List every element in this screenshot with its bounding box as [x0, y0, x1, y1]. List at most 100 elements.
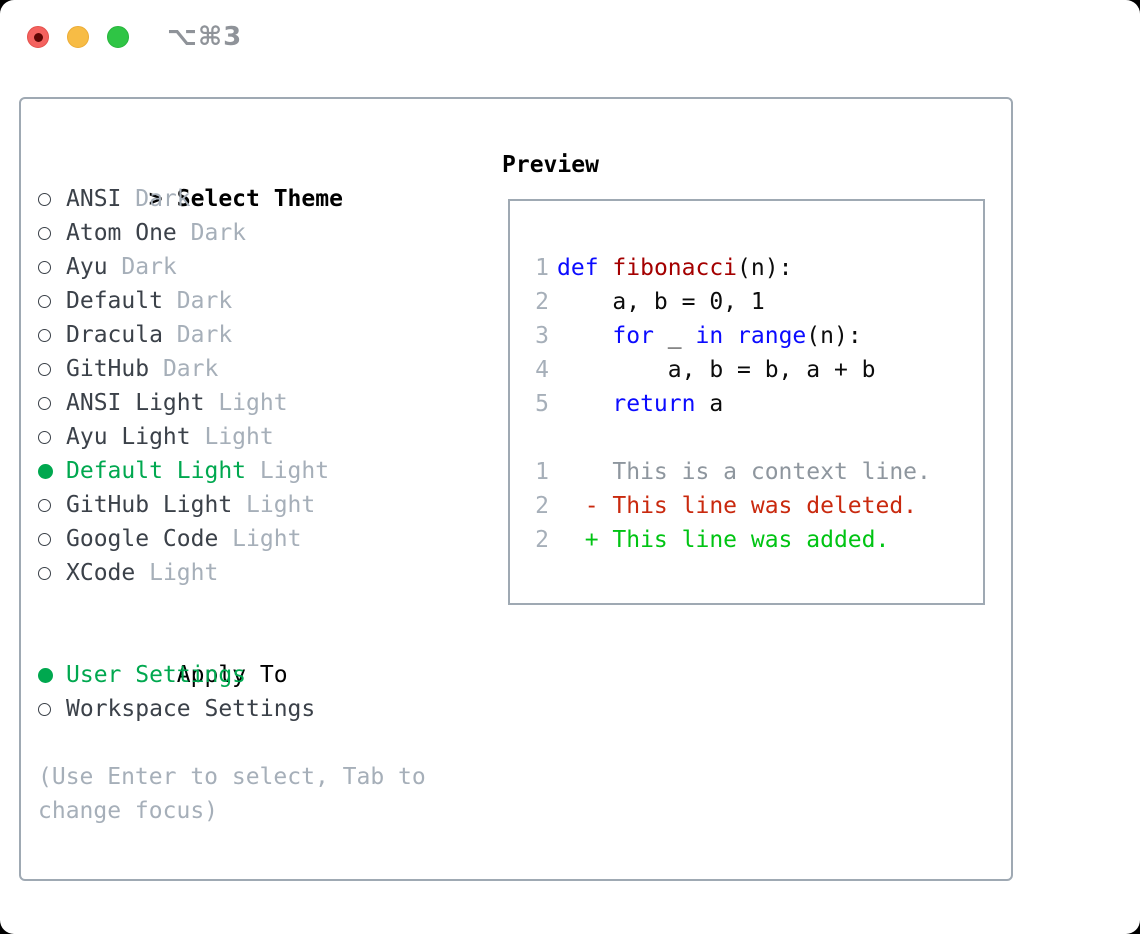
option-label: Default Light: [66, 458, 247, 484]
line-number: 2: [535, 493, 549, 519]
preview-code-line: 2 a, b = 0, 1: [535, 285, 983, 319]
apply-option-workspace-settings[interactable]: Workspace Settings: [38, 692, 468, 726]
minimize-button[interactable]: [67, 26, 89, 48]
option-variant-label: Light: [232, 492, 316, 518]
apply-to-header: Apply To: [38, 624, 468, 688]
option-label: Atom One: [66, 220, 177, 246]
titlebar[interactable]: ⌥⌘3: [0, 0, 1140, 62]
theme-option-ayu[interactable]: Ayu Dark: [38, 250, 468, 284]
radio-icon: [38, 692, 66, 726]
radio-icon: [38, 318, 66, 352]
theme-option-ansi-light[interactable]: ANSI Light Light: [38, 386, 468, 420]
code-tokens: + This line was added.: [557, 527, 890, 553]
line-number: 3: [535, 323, 549, 349]
preview-code-line: 1 This is a context line.: [535, 455, 983, 489]
theme-option-github[interactable]: GitHub Dark: [38, 352, 468, 386]
line-number: 2: [535, 527, 549, 553]
option-variant-label: Light: [204, 390, 288, 416]
option-variant-label: Dark: [162, 322, 233, 348]
zoom-button[interactable]: [107, 26, 129, 48]
theme-option-atom-one[interactable]: Atom One Dark: [38, 216, 468, 250]
theme-option-default[interactable]: Default Dark: [38, 284, 468, 318]
window-title: ⌥⌘3: [167, 22, 243, 52]
option-label: Google Code: [66, 526, 219, 552]
select-theme-title: Select Theme: [176, 186, 343, 212]
option-variant-label: Dark: [149, 356, 219, 382]
line-number: 2: [535, 289, 549, 315]
code-tokens: for _ in range(n):: [612, 323, 862, 349]
option-variant-label: Light: [218, 526, 302, 552]
option-variant-label: Light: [190, 424, 274, 450]
line-number: 5: [535, 391, 549, 417]
option-variant-label: Light: [135, 560, 219, 586]
option-variant-label: Dark: [107, 254, 177, 280]
prompt-caret-icon: >: [148, 186, 163, 212]
option-label: Ayu: [66, 254, 108, 280]
option-variant-label: Dark: [162, 288, 233, 314]
option-variant-label: Dark: [176, 220, 247, 246]
radio-icon: [38, 182, 66, 216]
preview-code-line: [535, 421, 983, 455]
apply-to-title: Apply To: [176, 662, 288, 688]
radio-icon: [38, 488, 66, 522]
option-label: GitHub: [66, 356, 150, 382]
spacer: [38, 590, 468, 624]
option-label: Dracula: [66, 322, 163, 348]
code-tokens: a, b = 0, 1: [557, 289, 765, 315]
radio-icon: [38, 284, 66, 318]
code-tokens: a, b = b, a + b: [557, 357, 876, 383]
radio-icon: [38, 522, 66, 556]
theme-option-default-light[interactable]: Default Light Light: [38, 454, 468, 488]
code-tokens: - This line was deleted.: [557, 493, 918, 519]
option-label: ANSI: [66, 186, 122, 212]
line-number: 4: [535, 357, 549, 383]
radio-icon: [38, 250, 66, 284]
option-label: Workspace Settings: [66, 696, 316, 722]
radio-icon: [38, 386, 66, 420]
option-label: Default: [66, 288, 163, 314]
option-variant-label: Light: [246, 458, 330, 484]
close-button[interactable]: [27, 26, 49, 48]
option-label: User Settings: [66, 662, 247, 688]
radio-icon: [38, 216, 66, 250]
select-theme-header: > Select Theme: [38, 148, 468, 212]
line-number: 1: [535, 255, 549, 281]
radio-icon: [38, 352, 66, 386]
radio-icon: [38, 420, 66, 454]
preview-code-line: 3 for _ in range(n):: [535, 319, 983, 353]
spacer: [38, 726, 468, 760]
line-number: 1: [535, 459, 549, 485]
traffic-lights: [27, 26, 129, 48]
code-tokens: return a: [612, 391, 724, 417]
radio-selected-icon: [38, 454, 66, 488]
theme-option-xcode[interactable]: XCode Light: [38, 556, 468, 590]
radio-selected-icon: [38, 658, 66, 692]
code-tokens: This is a context line.: [557, 459, 931, 485]
close-dot-icon: [33, 32, 43, 42]
theme-option-ayu-light[interactable]: Ayu Light Light: [38, 420, 468, 454]
option-label: GitHub Light: [66, 492, 233, 518]
theme-option-ansi[interactable]: ANSI Dark: [38, 182, 468, 216]
option-label: ANSI Light: [66, 390, 205, 416]
keyboard-hint: (Use Enter to select, Tab to change focu…: [38, 764, 426, 824]
theme-option-google-code[interactable]: Google Code Light: [38, 522, 468, 556]
option-label: Ayu Light: [66, 424, 191, 450]
theme-option-github-light[interactable]: GitHub Light Light: [38, 488, 468, 522]
preview-title: Preview: [502, 152, 599, 178]
option-variant-label: Dark: [121, 186, 191, 212]
preview-code-line: 4 a, b = b, a + b: [535, 353, 983, 387]
theme-option-dracula[interactable]: Dracula Dark: [38, 318, 468, 352]
preview-code-line: 5 return a: [535, 387, 983, 421]
preview-code-line: 2 + This line was added.: [535, 523, 983, 557]
apply-option-user-settings[interactable]: User Settings: [38, 658, 468, 692]
option-label: XCode: [66, 560, 136, 586]
